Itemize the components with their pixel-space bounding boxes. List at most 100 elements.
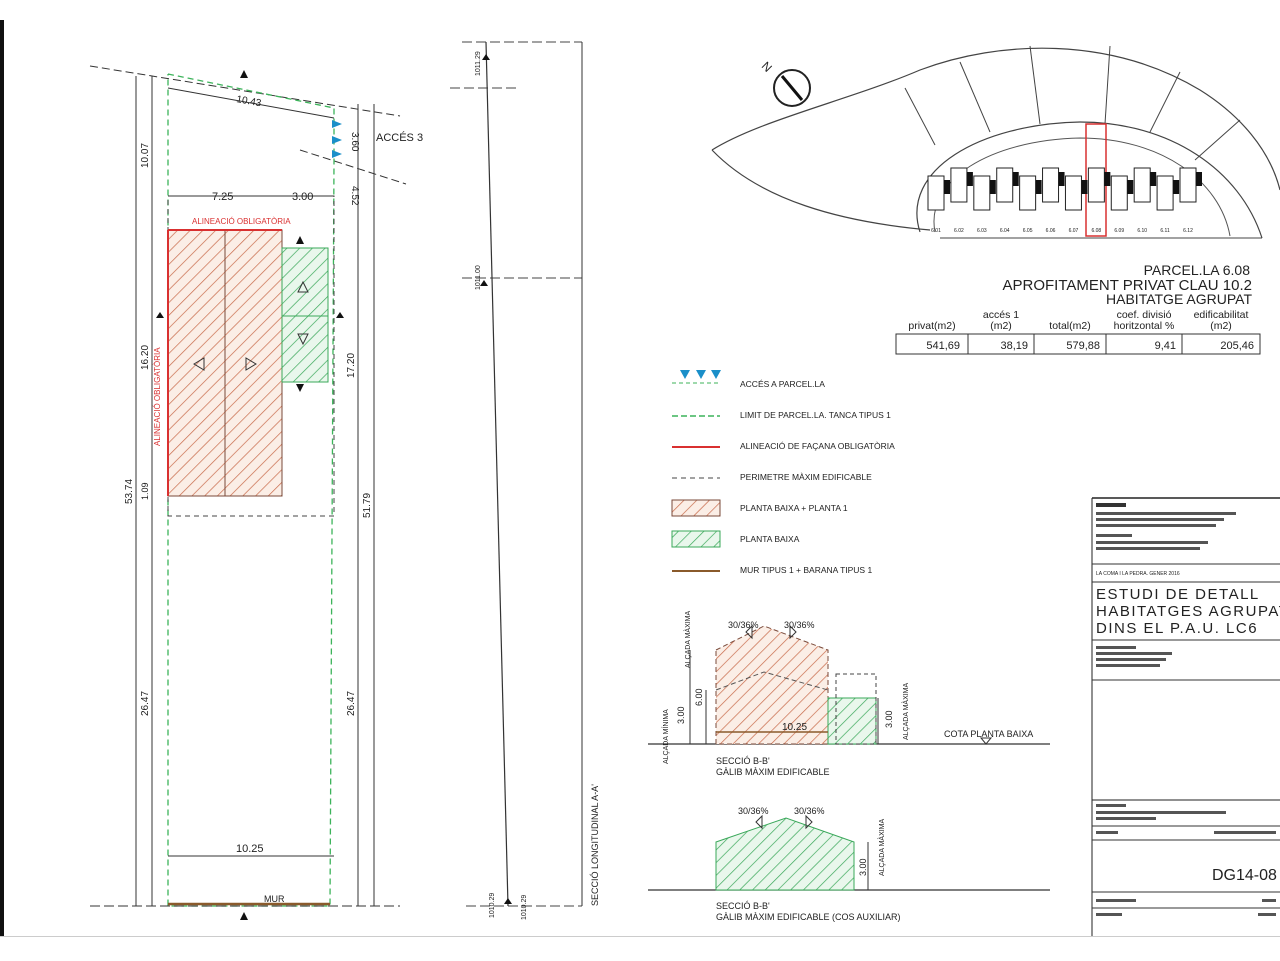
window-bottom-edge	[0, 936, 1280, 961]
bb-h600: 6.00	[694, 688, 704, 706]
parcel-value-1: 38,19	[1000, 340, 1028, 352]
site-lot: 6.09	[1110, 175, 1134, 234]
site-lot: 6.11	[1156, 175, 1180, 234]
parcel-title-3: HABITATGE AGRUPAT	[1106, 291, 1252, 307]
dim-right-mid: 17.20	[346, 353, 357, 378]
parcel-value-2: 579,88	[1066, 340, 1100, 352]
parcel-header-4: edificabilitat(m2)	[1194, 309, 1249, 332]
dim-access-h: 4.52	[349, 186, 360, 206]
dim-left-mid: 16.20	[140, 345, 151, 370]
bb-cota: COTA PLANTA BAIXA	[944, 729, 1033, 739]
site-lot: 6.07	[1064, 175, 1088, 234]
parcel-header-0: privat(m2)	[908, 320, 955, 332]
parcel-value-4: 205,46	[1220, 340, 1254, 352]
long-bot-elev: 1010.29	[489, 893, 496, 918]
section-bb-aux: 30/36% 30/36% 3.00 ALÇADA MÀXIMA SECCIÓ …	[648, 806, 1050, 922]
bb2-h300: 3.00	[858, 858, 868, 876]
bb2-slope-right: 30/36%	[794, 806, 825, 816]
plan-dimension-labels: 10.43 3.60 4.52 ACCÉS 3 7.25 3.00 ALINEA…	[124, 94, 423, 904]
site-lot: 6.04	[996, 167, 1019, 234]
dim-access-w: 3.60	[349, 132, 360, 152]
dim-top-width: 10.43	[235, 94, 262, 109]
title-block: LA COMA I LA PEDRA. GENER 2016 ESTUDI DE…	[1091, 497, 1280, 936]
legend-swatch-access	[672, 370, 721, 384]
alineacio-side-label: ALINEACIÓ OBLIGATÒRIA	[153, 347, 162, 446]
site-lot: 6.08	[1087, 167, 1111, 234]
parcel-title-2: APROFITAMENT PRIVAT CLAU 10.2	[1002, 277, 1252, 294]
site-lot-label: 6.05	[1023, 228, 1033, 234]
dim-front-right: 3.00	[292, 191, 313, 203]
site-lot-label: 6.06	[1046, 228, 1056, 234]
site-lot: 6.02	[950, 167, 973, 234]
site-lot: 6.06	[1042, 167, 1065, 234]
site-lot: 6.05	[1019, 175, 1042, 234]
long-bot-elev2: 1010.29	[521, 895, 528, 920]
site-lot-label: 6.09	[1114, 228, 1124, 234]
bb-h300: 3.00	[676, 706, 686, 724]
site-lot-label: 6.11	[1160, 228, 1170, 234]
site-lot-label: 6.02	[954, 228, 964, 234]
north-label: N	[759, 59, 775, 75]
dim-left-bottom: 26.47	[140, 691, 151, 716]
bb-alcada-min: ALÇADA MÍNIMA	[661, 709, 670, 764]
site-lot-label: 6.10	[1137, 228, 1147, 234]
title-heading-3: DINS EL P.A.U. LC6	[1096, 620, 1258, 637]
parcel-header-2: total(m2)	[1049, 320, 1090, 332]
dim-bottom-width: 10.25	[236, 843, 264, 855]
long-section-label: SECCIÓ LONGITUDINAL A-A'	[590, 784, 600, 906]
site-lot-label: 6.01	[931, 228, 941, 234]
parcel-value-0: 541,69	[926, 340, 960, 352]
long-mid-elev: 1011.00	[475, 265, 482, 290]
bb2-title-2: GÀLIB MÀXIM EDIFICABLE (COS AUXILIAR)	[716, 912, 901, 922]
parcel-title-1: PARCEL.LA 6.08	[1144, 262, 1251, 278]
site-lot-label: 6.07	[1069, 228, 1079, 234]
plot-plan	[89, 65, 407, 920]
legend-label-limit: LIMIT DE PARCEL.LA. TANCA TIPUS 1	[740, 410, 891, 420]
dim-right-bottom: 26.47	[346, 691, 357, 716]
long-top-elev: 1011.29	[475, 51, 482, 76]
legend-label-access: ACCÉS A PARCEL.LA	[740, 379, 825, 389]
bb2-slope-left: 30/36%	[738, 806, 769, 816]
legend-label-pb: PLANTA BAIXA	[740, 534, 800, 544]
dim-left-small: 1.09	[140, 482, 150, 500]
site-lot: 6.12	[1179, 167, 1202, 234]
parcel-value-3: 9,41	[1155, 340, 1176, 352]
bb-title-2: GÀLIB MÀXIM EDIFICABLE	[716, 767, 830, 777]
dim-front-left: 7.25	[212, 191, 233, 203]
legend-swatch-pb	[671, 530, 721, 548]
site-lot-label: 6.04	[1000, 228, 1010, 234]
frame-left-edge	[0, 20, 4, 936]
bb-width: 10.25	[782, 722, 807, 733]
acces-label: ACCÉS 3	[376, 131, 423, 144]
dim-right-total: 51.79	[362, 493, 373, 518]
bb2-title-1: SECCIÓ B-B'	[716, 901, 770, 911]
drawing-code: DG14-08	[1212, 867, 1277, 884]
alineacio-top-label: ALINEACIÓ OBLIGATÒRIA	[192, 217, 291, 226]
site-lot-label: 6.03	[977, 228, 987, 234]
title-date-line: LA COMA I LA PEDRA. GENER 2016	[1096, 571, 1180, 577]
bb-slope-left: 30/36%	[728, 620, 759, 630]
bb-alcada-max2: ALÇADA MÀXIMA	[901, 682, 910, 740]
site-lot: 6.10	[1133, 167, 1157, 234]
bb2-alcada-max: ALÇADA MÀXIMA	[877, 818, 886, 876]
legend-swatch-pb1	[671, 499, 721, 517]
legend-label-pb1: PLANTA BAIXA + PLANTA 1	[740, 503, 848, 513]
dim-left-top: 10.07	[140, 143, 151, 168]
title-heading-2: HABITATGES AGRUPATS	[1096, 603, 1280, 620]
dim-left-total: 53.74	[124, 479, 135, 504]
parcel-table: PARCEL.LA 6.08 APROFITAMENT PRIVAT CLAU …	[895, 262, 1261, 355]
legend-label-alineacio: ALINEACIÓ DE FAÇANA OBLIGATÒRIA	[740, 441, 895, 451]
parcel-header-1: accés 1(m2)	[983, 309, 1019, 332]
mur-label: MUR	[264, 894, 285, 904]
legend-label-mur: MUR TIPUS 1 + BARANA TIPUS 1	[740, 565, 872, 575]
site-lot: 6.03	[973, 175, 996, 234]
bb-alcada-max: ALÇADA MÀXIMA	[683, 610, 692, 668]
bb-title-1: SECCIÓ B-B'	[716, 756, 770, 766]
section-bb: 30/36% 30/36% ALÇADA MÀXIMA 6.00 3.00 AL…	[648, 610, 1050, 777]
site-lot-label: 6.12	[1183, 228, 1193, 234]
site-lot: 6.01	[927, 175, 950, 234]
bb-h300b: 3.00	[884, 710, 894, 728]
